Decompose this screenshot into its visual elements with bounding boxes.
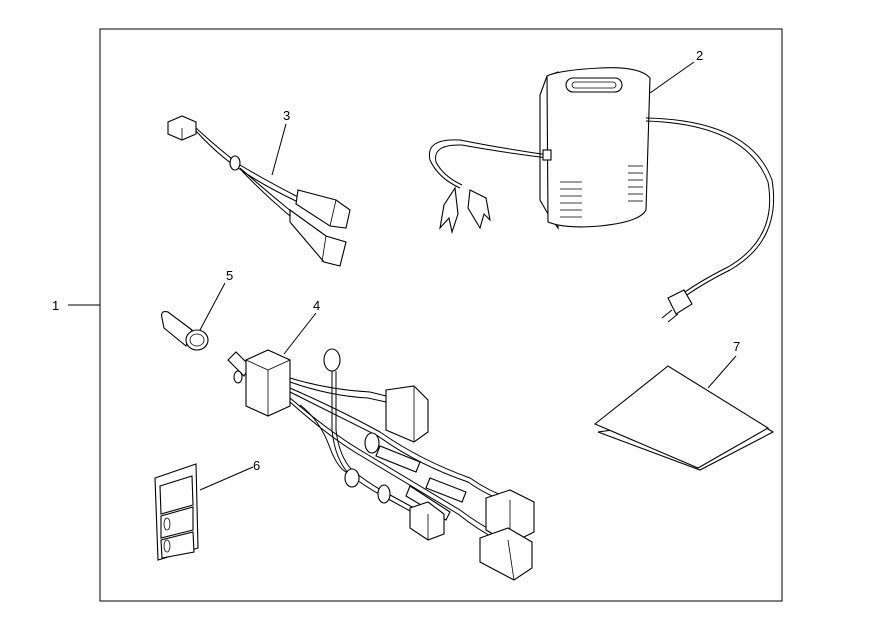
callout-5-label: 5 [226,268,233,283]
callout-1-label: 1 [52,298,59,313]
callout-1: 1 [52,298,100,313]
callout-6-label: 6 [253,458,260,473]
indicator-decal: 6 [154,458,260,561]
switch-cap: 5 [161,268,233,351]
battery-charger: 2 [428,48,775,323]
adapter-harness: 3 [167,108,351,267]
callout-3-label: 3 [283,108,290,123]
callout-2-label: 2 [696,48,703,63]
switch-harness: 4 [227,298,535,581]
diagram-frame [99,28,783,602]
callout-4-label: 4 [313,298,320,313]
callout-7-label: 7 [733,339,740,354]
instruction-sheet: 7 [593,339,775,471]
